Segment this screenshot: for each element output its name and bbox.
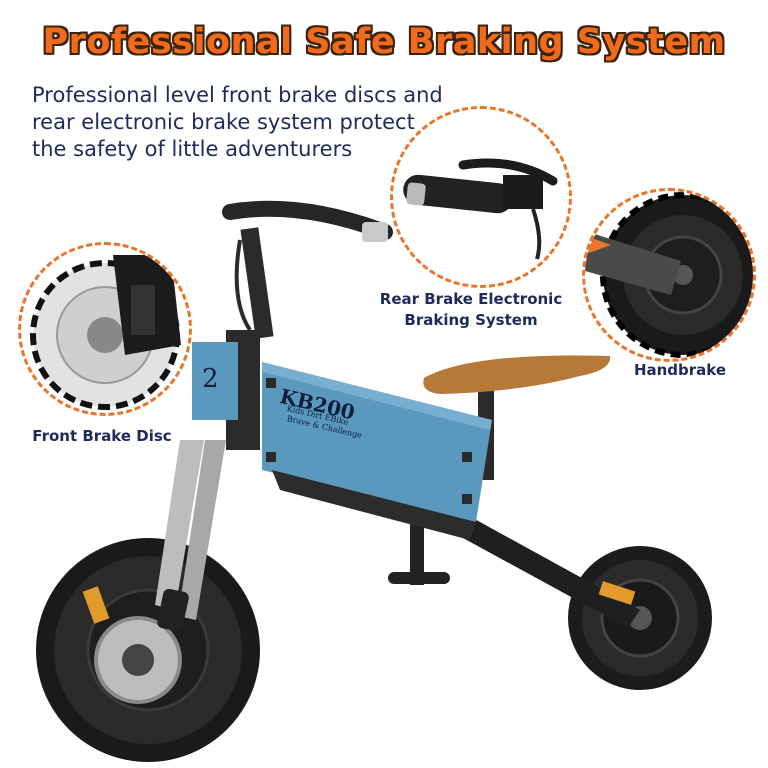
front-wheel: [36, 538, 260, 762]
handbrake-label: Handbrake: [633, 361, 727, 379]
description-text: Professional level front brake discs and…: [32, 83, 443, 161]
rear-wheel: [568, 546, 712, 690]
handbrake-callout: [582, 188, 756, 362]
rear-brake-label-line2: Braking System: [404, 311, 538, 329]
front-brake-disc-callout: [18, 242, 192, 416]
headline: Professional Safe Braking System: [42, 22, 726, 62]
front-brake-disc-label: Front Brake Disc: [32, 427, 172, 445]
rear-brake-label-line1: Rear Brake Electronic: [379, 290, 563, 308]
plate-number: 2: [202, 364, 219, 394]
rear-brake-callout: [390, 106, 572, 288]
rear-brake-label: Rear Brake Electronic Braking System: [364, 289, 578, 331]
brake-lever-icon: [393, 109, 569, 285]
hub-motor-icon: [585, 192, 753, 358]
brake-disc-icon: [30, 255, 181, 410]
